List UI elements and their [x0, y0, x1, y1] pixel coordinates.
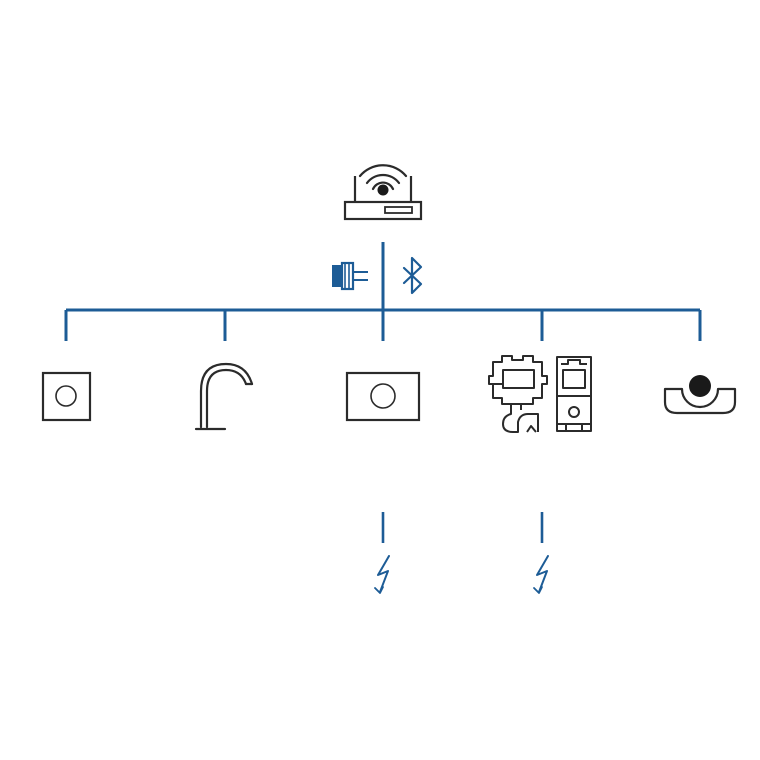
shower-control-knob-icon[interactable]: [663, 375, 737, 415]
power-supply-lines: [381, 512, 544, 543]
wifi-gateway-icon[interactable]: [343, 164, 423, 221]
bluetooth-icon: [402, 256, 423, 295]
wired-connector-icon: [332, 261, 368, 291]
power-lightning-icon: [533, 555, 549, 594]
power-lightning-icon: [374, 555, 390, 594]
connector-lines: [64, 242, 702, 341]
basin-faucet-icon[interactable]: [194, 362, 254, 431]
concealed-installation-module-icon[interactable]: [488, 355, 592, 433]
flush-plate-small-icon[interactable]: [41, 371, 92, 422]
flush-plate-large-icon[interactable]: [345, 371, 421, 422]
